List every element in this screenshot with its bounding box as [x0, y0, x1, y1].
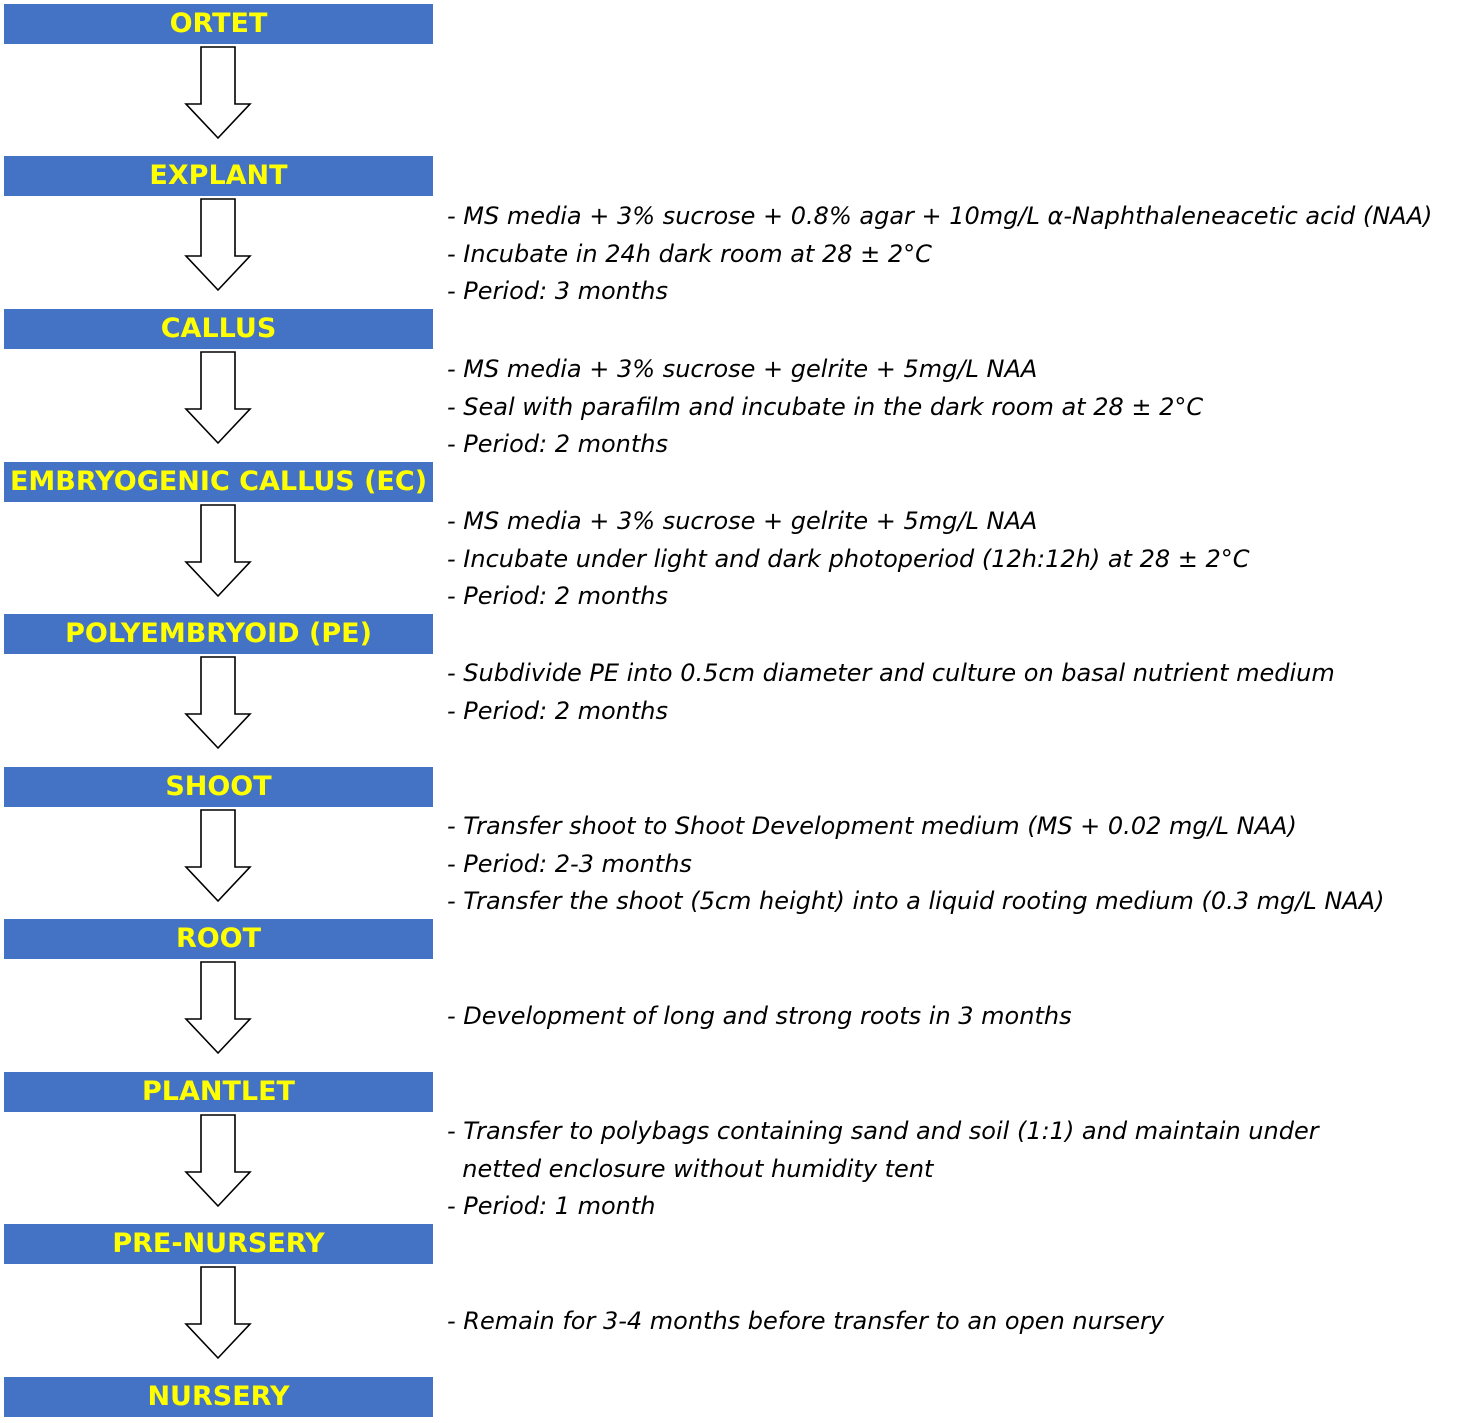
- note-line: - MS media + 3% sucrose + gelrite + 5mg/…: [447, 507, 1038, 535]
- stage-ortet: ORTET: [4, 4, 433, 44]
- stage-shoot: SHOOT: [4, 767, 433, 807]
- down-arrow-icon: [183, 656, 253, 750]
- note-line: - Period: 1 month: [447, 1192, 656, 1220]
- stage-nursery: NURSERY: [4, 1377, 433, 1417]
- stage-pre-nursery: PRE-NURSERY: [4, 1224, 433, 1264]
- note-line: - MS media + 3% sucrose + gelrite + 5mg/…: [447, 355, 1038, 383]
- down-arrow-icon: [183, 1114, 253, 1208]
- down-arrow-icon: [183, 351, 253, 445]
- down-arrow-icon: [183, 198, 253, 292]
- down-arrow-icon: [183, 1266, 253, 1360]
- down-arrow-icon: [183, 504, 253, 598]
- note-line: - Development of long and strong roots i…: [447, 1002, 1072, 1030]
- notes-shoot-to-root: - Transfer shoot to Shoot Development me…: [447, 808, 1384, 921]
- note-line: - Subdivide PE into 0.5cm diameter and c…: [447, 659, 1335, 687]
- stage-embryogenic-callus: EMBRYOGENIC CALLUS (EC): [4, 462, 433, 502]
- stage-polyembryoid: POLYEMBRYOID (PE): [4, 614, 433, 654]
- notes-plantlet-to-prenursery: - Transfer to polybags containing sand a…: [447, 1113, 1319, 1226]
- note-line: - Period: 2 months: [447, 430, 668, 458]
- notes-ec-to-pe: - MS media + 3% sucrose + gelrite + 5mg/…: [447, 503, 1250, 616]
- note-line: - Period: 2-3 months: [447, 849, 692, 878]
- stage-plantlet: PLANTLET: [4, 1072, 433, 1112]
- note-line: - Transfer to polybags containing sand a…: [447, 1117, 1319, 1145]
- note-line: - Period: 3 months: [447, 277, 668, 305]
- down-arrow-icon: [183, 46, 253, 140]
- down-arrow-icon: [183, 961, 253, 1055]
- stage-explant: EXPLANT: [4, 156, 433, 196]
- note-line: - MS media + 3% sucrose + 0.8% agar + 10…: [447, 202, 1433, 230]
- notes-pe-to-shoot: - Subdivide PE into 0.5cm diameter and c…: [447, 655, 1335, 730]
- notes-root-to-plantlet: - Development of long and strong roots i…: [447, 998, 1072, 1036]
- note-line: - Incubate in 24h dark room at 28 ± 2°C: [447, 239, 932, 268]
- note-line: - Period: 2 months: [447, 696, 668, 725]
- note-line: - Transfer shoot to Shoot Development me…: [447, 812, 1297, 840]
- stage-callus: CALLUS: [4, 309, 433, 349]
- stage-root: ROOT: [4, 919, 433, 959]
- note-line: netted enclosure without humidity tent: [447, 1154, 934, 1183]
- notes-callus-to-ec: - MS media + 3% sucrose + gelrite + 5mg/…: [447, 351, 1203, 464]
- note-line: - Seal with parafilm and incubate in the…: [447, 392, 1204, 421]
- note-line: - Incubate under light and dark photoper…: [447, 544, 1250, 573]
- notes-prenursery-to-nursery: - Remain for 3-4 months before transfer …: [447, 1303, 1164, 1341]
- notes-explant-to-callus: - MS media + 3% sucrose + 0.8% agar + 10…: [447, 198, 1432, 311]
- note-line: - Period: 2 months: [447, 582, 668, 610]
- note-line: - Remain for 3-4 months before transfer …: [447, 1307, 1165, 1335]
- down-arrow-icon: [183, 809, 253, 903]
- note-line: - Transfer the shoot (5cm height) into a…: [447, 887, 1385, 915]
